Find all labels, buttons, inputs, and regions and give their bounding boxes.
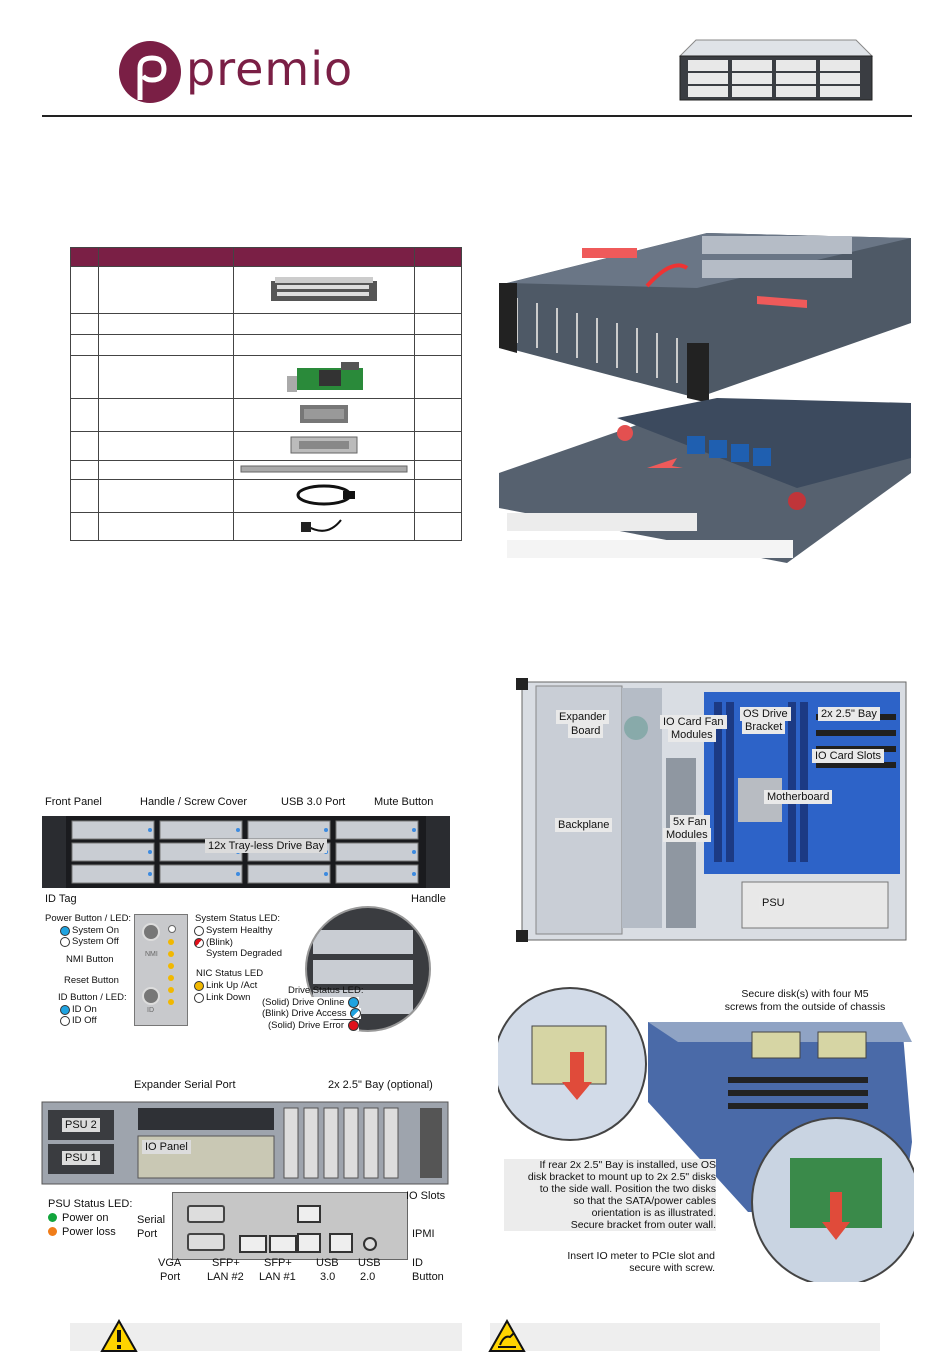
- label-usb20-b: 2.0: [360, 1271, 376, 1283]
- label-vga-2: Port: [160, 1271, 181, 1283]
- label-sfp2: SFP+: [212, 1257, 240, 1269]
- label-handle: Handle: [411, 893, 446, 905]
- note-io-2: secure with screw.: [629, 1262, 715, 1274]
- warning-bar-right: [490, 1323, 880, 1351]
- label-nmi: NMI Button: [66, 954, 114, 965]
- label-usb20: USB: [358, 1257, 381, 1269]
- label-usb30-rear-b: 3.0: [320, 1271, 336, 1283]
- label-os-drive: OS Drive: [740, 707, 791, 721]
- label-reset: Reset Button: [64, 975, 119, 986]
- label-motherboard: Motherboard: [764, 790, 833, 804]
- server-product-image: [678, 39, 874, 101]
- label-sys-healthy: System Healthy: [206, 925, 273, 936]
- label-drive-status: Drive Status LED:: [288, 985, 364, 996]
- label-fan5: 5x Fan: [670, 815, 710, 829]
- rail-kit-thumb: [240, 465, 408, 473]
- label-usb30-rear: USB: [316, 1257, 339, 1269]
- label-front-panel: Front Panel: [45, 796, 102, 808]
- package-contents-table: [70, 247, 463, 541]
- label-io-slots: IO Slots: [406, 1190, 446, 1202]
- label-fan5-b: Modules: [663, 828, 711, 842]
- label-serial-2: Port: [137, 1228, 158, 1240]
- note-secure-1: Secure disk(s) with four M5: [741, 988, 869, 1000]
- warning-bar-left: [70, 1323, 462, 1351]
- label-blink: (Blink): [206, 937, 233, 948]
- label-nic-status: NIC Status LED: [196, 968, 264, 979]
- panel-id-text: ID: [147, 1007, 154, 1014]
- rear-chassis: [41, 1101, 449, 1185]
- label-bay-optional: 2x 2.5" Bay (optional): [328, 1079, 433, 1091]
- label-id-tag: ID Tag: [45, 893, 77, 905]
- note-rear-3: to the side wall. Position the two disks: [504, 1183, 716, 1195]
- label-vga: VGA: [158, 1257, 182, 1269]
- label-power-on: Power on: [62, 1212, 109, 1224]
- io-card-thumb: [286, 362, 363, 392]
- label-system-off: System Off: [72, 936, 119, 947]
- label-psu2: PSU 2: [62, 1118, 100, 1132]
- label-drive-access: (Blink) Drive Access: [262, 1008, 347, 1020]
- label-backplane: Backplane: [555, 818, 613, 832]
- label-link-up: Link Up /Act: [206, 980, 258, 991]
- label-id-rear-b: Button: [412, 1271, 444, 1283]
- label-expander-2: Board: [568, 724, 604, 738]
- label-handle-screw-cover: Handle / Screw Cover: [140, 796, 247, 808]
- note-rear-2: disk bracket to mount up to 2x 2.5" disk…: [504, 1171, 716, 1183]
- brand-name: premio: [186, 42, 354, 96]
- label-sys-degraded: System Degraded: [206, 948, 283, 959]
- label-drive-online: (Solid) Drive Online: [262, 997, 345, 1009]
- note-rear-5: orientation is as illustrated.: [504, 1207, 716, 1219]
- label-sfp1: SFP+: [264, 1257, 292, 1269]
- label-mute: Mute Button: [374, 796, 434, 808]
- label-usb30: USB 3.0 Port: [281, 796, 346, 808]
- header-rule: [42, 115, 912, 117]
- label-io-fan: IO Card Fan: [660, 715, 727, 729]
- power-cord-thumb: [296, 484, 355, 506]
- label-system-on: System On: [72, 925, 119, 936]
- label-io-fan-2: Modules: [668, 728, 716, 742]
- label-sfp1-b: LAN #1: [259, 1271, 296, 1283]
- fan-module-thumb: [299, 405, 348, 423]
- label-io-card-slots: IO Card Slots: [812, 749, 885, 763]
- label-id-on: ID On: [72, 1004, 97, 1015]
- label-id-rear: ID: [412, 1257, 423, 1269]
- label-id-off: ID Off: [72, 1015, 97, 1026]
- label-sfp2-b: LAN #2: [207, 1271, 244, 1283]
- install-illustration: [498, 987, 914, 1282]
- label-ipmi: IPMI: [412, 1228, 435, 1240]
- note-rear-6: Secure bracket from outer wall.: [504, 1219, 716, 1231]
- label-psu1: PSU 1: [62, 1151, 100, 1165]
- label-os-drive-2: Bracket: [742, 720, 786, 734]
- label-power-button: Power Button / LED:: [45, 913, 132, 924]
- premio-logo-mark: [119, 41, 181, 103]
- label-bay25: 2x 2.5" Bay: [818, 707, 880, 721]
- drive-bracket-thumb: [290, 436, 358, 454]
- front-control-panel: NMI ID: [134, 914, 188, 1026]
- note-io-1: Insert IO meter to PCIe slot and: [567, 1250, 715, 1262]
- caution-icon: [100, 1319, 138, 1352]
- io-panel-zoom: [172, 1192, 408, 1260]
- label-sys-status: System Status LED:: [195, 913, 281, 924]
- label-psu-status: PSU Status LED:: [48, 1198, 133, 1210]
- note-secure-2: screws from the outside of chassis: [724, 1001, 886, 1013]
- label-power-loss: Power loss: [62, 1226, 116, 1238]
- note-rear-1: If rear 2x 2.5" Bay is installed, use OS: [504, 1159, 716, 1171]
- server-thumb: [270, 277, 377, 301]
- label-serial: Serial: [137, 1214, 166, 1226]
- label-drive-error: (Solid) Drive Error: [268, 1020, 345, 1032]
- note-rear-4: so that the SATA/power cables: [504, 1195, 716, 1207]
- label-drive-bays: 12x Tray-less Drive Bay: [205, 839, 328, 853]
- label-expander-serial: Expander Serial Port: [134, 1079, 236, 1091]
- panel-nmi-text: NMI: [145, 951, 158, 958]
- label-expander: Expander: [556, 710, 610, 724]
- cover-removal-illustration: [499, 233, 911, 563]
- label-io-panel: IO Panel: [142, 1140, 191, 1154]
- serial-cable-thumb: [300, 518, 342, 532]
- label-id-button: ID Button / LED:: [58, 992, 127, 1003]
- label-psu-top: PSU: [759, 896, 788, 910]
- label-link-down: Link Down: [206, 992, 251, 1003]
- esd-warning-icon: [488, 1319, 526, 1352]
